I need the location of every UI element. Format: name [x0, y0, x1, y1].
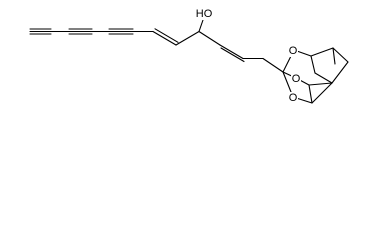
double-bond-upper-b [154, 28, 179, 43]
carbinol-to-oh-bond [198, 19, 204, 33]
oxygen-mid-label: O [292, 73, 301, 85]
cage-bond-11 [308, 82, 333, 86]
upper-alkene [152, 28, 200, 46]
cage-bond-14 [314, 72, 333, 84]
double-bond-upper-a [152, 30, 177, 46]
oh-label-bg [196, 7, 212, 20]
cage-bond-12 [308, 84, 313, 104]
cage-bond-5 [331, 61, 349, 84]
double-bond-lower-b [220, 47, 245, 63]
o-mid-label-bg [291, 73, 301, 85]
o-top-label-bg [288, 45, 298, 57]
o-bottom-label-bg [288, 92, 298, 104]
triyne-chain [29, 28, 154, 35]
oxygen-top-label: O [289, 45, 298, 57]
lower-alkene [219, 44, 284, 73]
molecule-structure: HO O O O [29, 7, 349, 104]
atom-labels: HO O O O [196, 7, 301, 104]
oxygen-bottom-label: O [289, 92, 298, 104]
cage-bond-3 [310, 47, 334, 57]
single-bond-lower-2 [262, 57, 284, 73]
cage-bond-4 [332, 47, 349, 63]
double-bond-lower-a [219, 44, 244, 60]
carbinol-to-lower-chain-bond [198, 30, 221, 46]
cage-bond-15 [332, 47, 336, 65]
cage-bond-13 [310, 55, 316, 74]
hydroxyl-label: HO [196, 8, 213, 20]
single-bond-to-carbinol [175, 30, 200, 46]
cage-bond-6 [311, 82, 333, 104]
